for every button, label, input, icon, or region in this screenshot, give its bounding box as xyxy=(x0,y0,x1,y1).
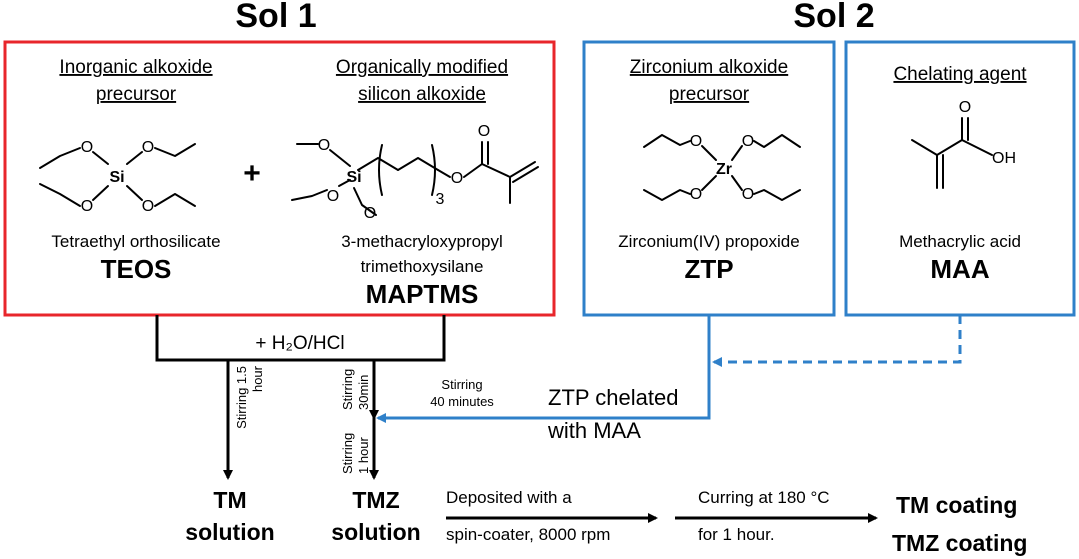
maptms-subscript-3: 3 xyxy=(436,191,445,208)
tmz-solution-line1: TMZ xyxy=(352,487,399,513)
teos-structure: O O O O Si xyxy=(39,139,196,215)
sol1-merge-bracket xyxy=(155,315,446,362)
teos-header-line2: precursor xyxy=(96,84,177,105)
maptms-name-line1: 3-methacryloxypropyl xyxy=(341,232,503,251)
maa-abbr: MAA xyxy=(930,254,989,284)
sol1-box xyxy=(3,40,556,317)
maptms-o-ester: O xyxy=(451,170,463,187)
teos-si: Si xyxy=(109,169,124,186)
ztp-o4: O xyxy=(742,186,754,203)
teos-name: Tetraethyl orthosilicate xyxy=(51,232,220,251)
ztp-o3: O xyxy=(690,186,702,203)
maa-to-ztp-dashed-line xyxy=(712,315,962,367)
teos-o2: O xyxy=(142,139,154,156)
maptms-header-line2: silicon alkoxide xyxy=(358,84,486,105)
chelated-line1: ZTP chelated xyxy=(548,385,678,410)
maptms-structure: O Si O O O O 3 xyxy=(291,123,539,222)
ztp-structure: O O O O Zr xyxy=(643,133,801,203)
teos-header-line1: Inorganic alkoxide xyxy=(59,57,212,78)
stir-40-line2: 40 minutes xyxy=(430,394,494,409)
curing-line2: for 1 hour. xyxy=(698,525,775,544)
stir-1h-line2: 1 hour xyxy=(356,436,371,474)
stir-40-line1: Stirring xyxy=(441,377,482,392)
curing-line1: Curring at 180 °C xyxy=(698,488,830,507)
chelated-line2: with MAA xyxy=(547,418,641,443)
maa-structure: O OH xyxy=(911,99,1016,189)
stir-tm-line2: hour xyxy=(250,365,265,392)
deposit-line2: spin-coater, 8000 rpm xyxy=(446,525,610,544)
stir-1h-line1: Stirring xyxy=(340,433,355,474)
tm-coating: TM coating xyxy=(896,492,1017,518)
maptms-abbr: MAPTMS xyxy=(366,279,479,309)
maptms-name-line2: trimethoxysilane xyxy=(361,257,484,276)
teos-o3: O xyxy=(81,198,93,215)
ztp-zr: Zr xyxy=(716,161,732,178)
teos-abbr: TEOS xyxy=(101,254,172,284)
tm-solution-line2: solution xyxy=(185,519,274,545)
stir-tm-line1: Stirring 1.5 xyxy=(234,366,249,429)
hydrolysis-label: + H₂O/HCl xyxy=(255,333,344,354)
ztp-header-line2: precursor xyxy=(669,84,750,105)
sol1-title: Sol 1 xyxy=(235,0,316,35)
maptms-o3: O xyxy=(364,205,376,222)
plus-sign: + xyxy=(243,157,261,190)
ztp-o2: O xyxy=(742,133,754,150)
maptms-si: Si xyxy=(346,169,361,186)
maa-name: Methacrylic acid xyxy=(899,232,1021,251)
teos-o1: O xyxy=(81,139,93,156)
ztp-header-line1: Zirconium alkoxide xyxy=(630,57,788,78)
stir-30-line2: 30min xyxy=(356,375,371,410)
maptms-o2: O xyxy=(327,188,339,205)
stir-30-line1: Stirring xyxy=(340,369,355,410)
maptms-header-line1: Organically modified xyxy=(336,57,508,78)
maa-o-carbonyl: O xyxy=(959,99,971,116)
ztp-abbr: ZTP xyxy=(684,254,733,284)
ztp-o1: O xyxy=(690,133,702,150)
deposit-line1: Deposited with a xyxy=(446,488,572,507)
maptms-o-carbonyl: O xyxy=(478,123,490,140)
sol2-title: Sol 2 xyxy=(793,0,874,35)
tm-solution-line1: TM xyxy=(213,487,246,513)
tmz-solution-line2: solution xyxy=(331,519,420,545)
maa-oh: OH xyxy=(992,150,1016,167)
tmz-coating: TMZ coating xyxy=(892,530,1027,556)
maa-header: Chelating agent xyxy=(893,64,1027,85)
teos-o4: O xyxy=(142,198,154,215)
ztp-to-tmz-line xyxy=(376,315,711,423)
ztp-name: Zirconium(IV) propoxide xyxy=(618,232,799,251)
maptms-o1: O xyxy=(318,137,330,154)
